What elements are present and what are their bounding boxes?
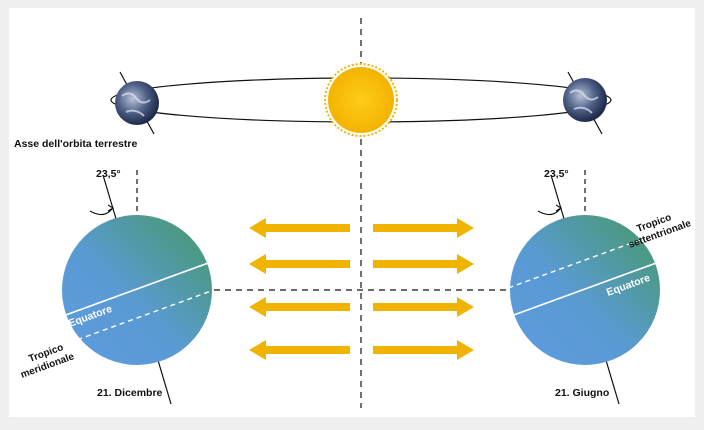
rotation-arrow-left-icon	[89, 208, 113, 216]
ray-arrow-right-4	[373, 340, 474, 360]
tilt-angle-right: 23,5°	[544, 168, 569, 180]
sun-icon	[324, 63, 398, 137]
globe-december	[62, 170, 212, 405]
ray-arrow-left-4	[249, 340, 350, 360]
ray-arrow-left-2	[249, 254, 350, 274]
ray-arrow-right-3	[373, 297, 474, 317]
tropic-line-right	[510, 228, 660, 292]
date-label-left: 21. Dicembre	[97, 387, 163, 399]
tropic-line-left	[62, 286, 212, 350]
earth-summer-icon	[563, 71, 607, 135]
ray-arrow-left-1	[249, 218, 350, 238]
ray-arrow-right-1	[373, 218, 474, 238]
rotation-arrow-right-icon	[537, 208, 561, 216]
equator-line-left	[62, 257, 212, 321]
ray-arrow-right-2	[373, 254, 474, 274]
sun-rays	[249, 218, 474, 360]
globe-june	[510, 170, 660, 405]
equator-line-right	[510, 257, 660, 321]
ray-arrow-left-3	[249, 297, 350, 317]
date-label-right: 21. Giugno	[555, 387, 609, 399]
orbit-axis-label: Asse dell'orbita terrestre	[14, 138, 137, 150]
tilt-angle-left: 23,5°	[96, 168, 121, 180]
earth-winter-icon	[115, 71, 159, 135]
